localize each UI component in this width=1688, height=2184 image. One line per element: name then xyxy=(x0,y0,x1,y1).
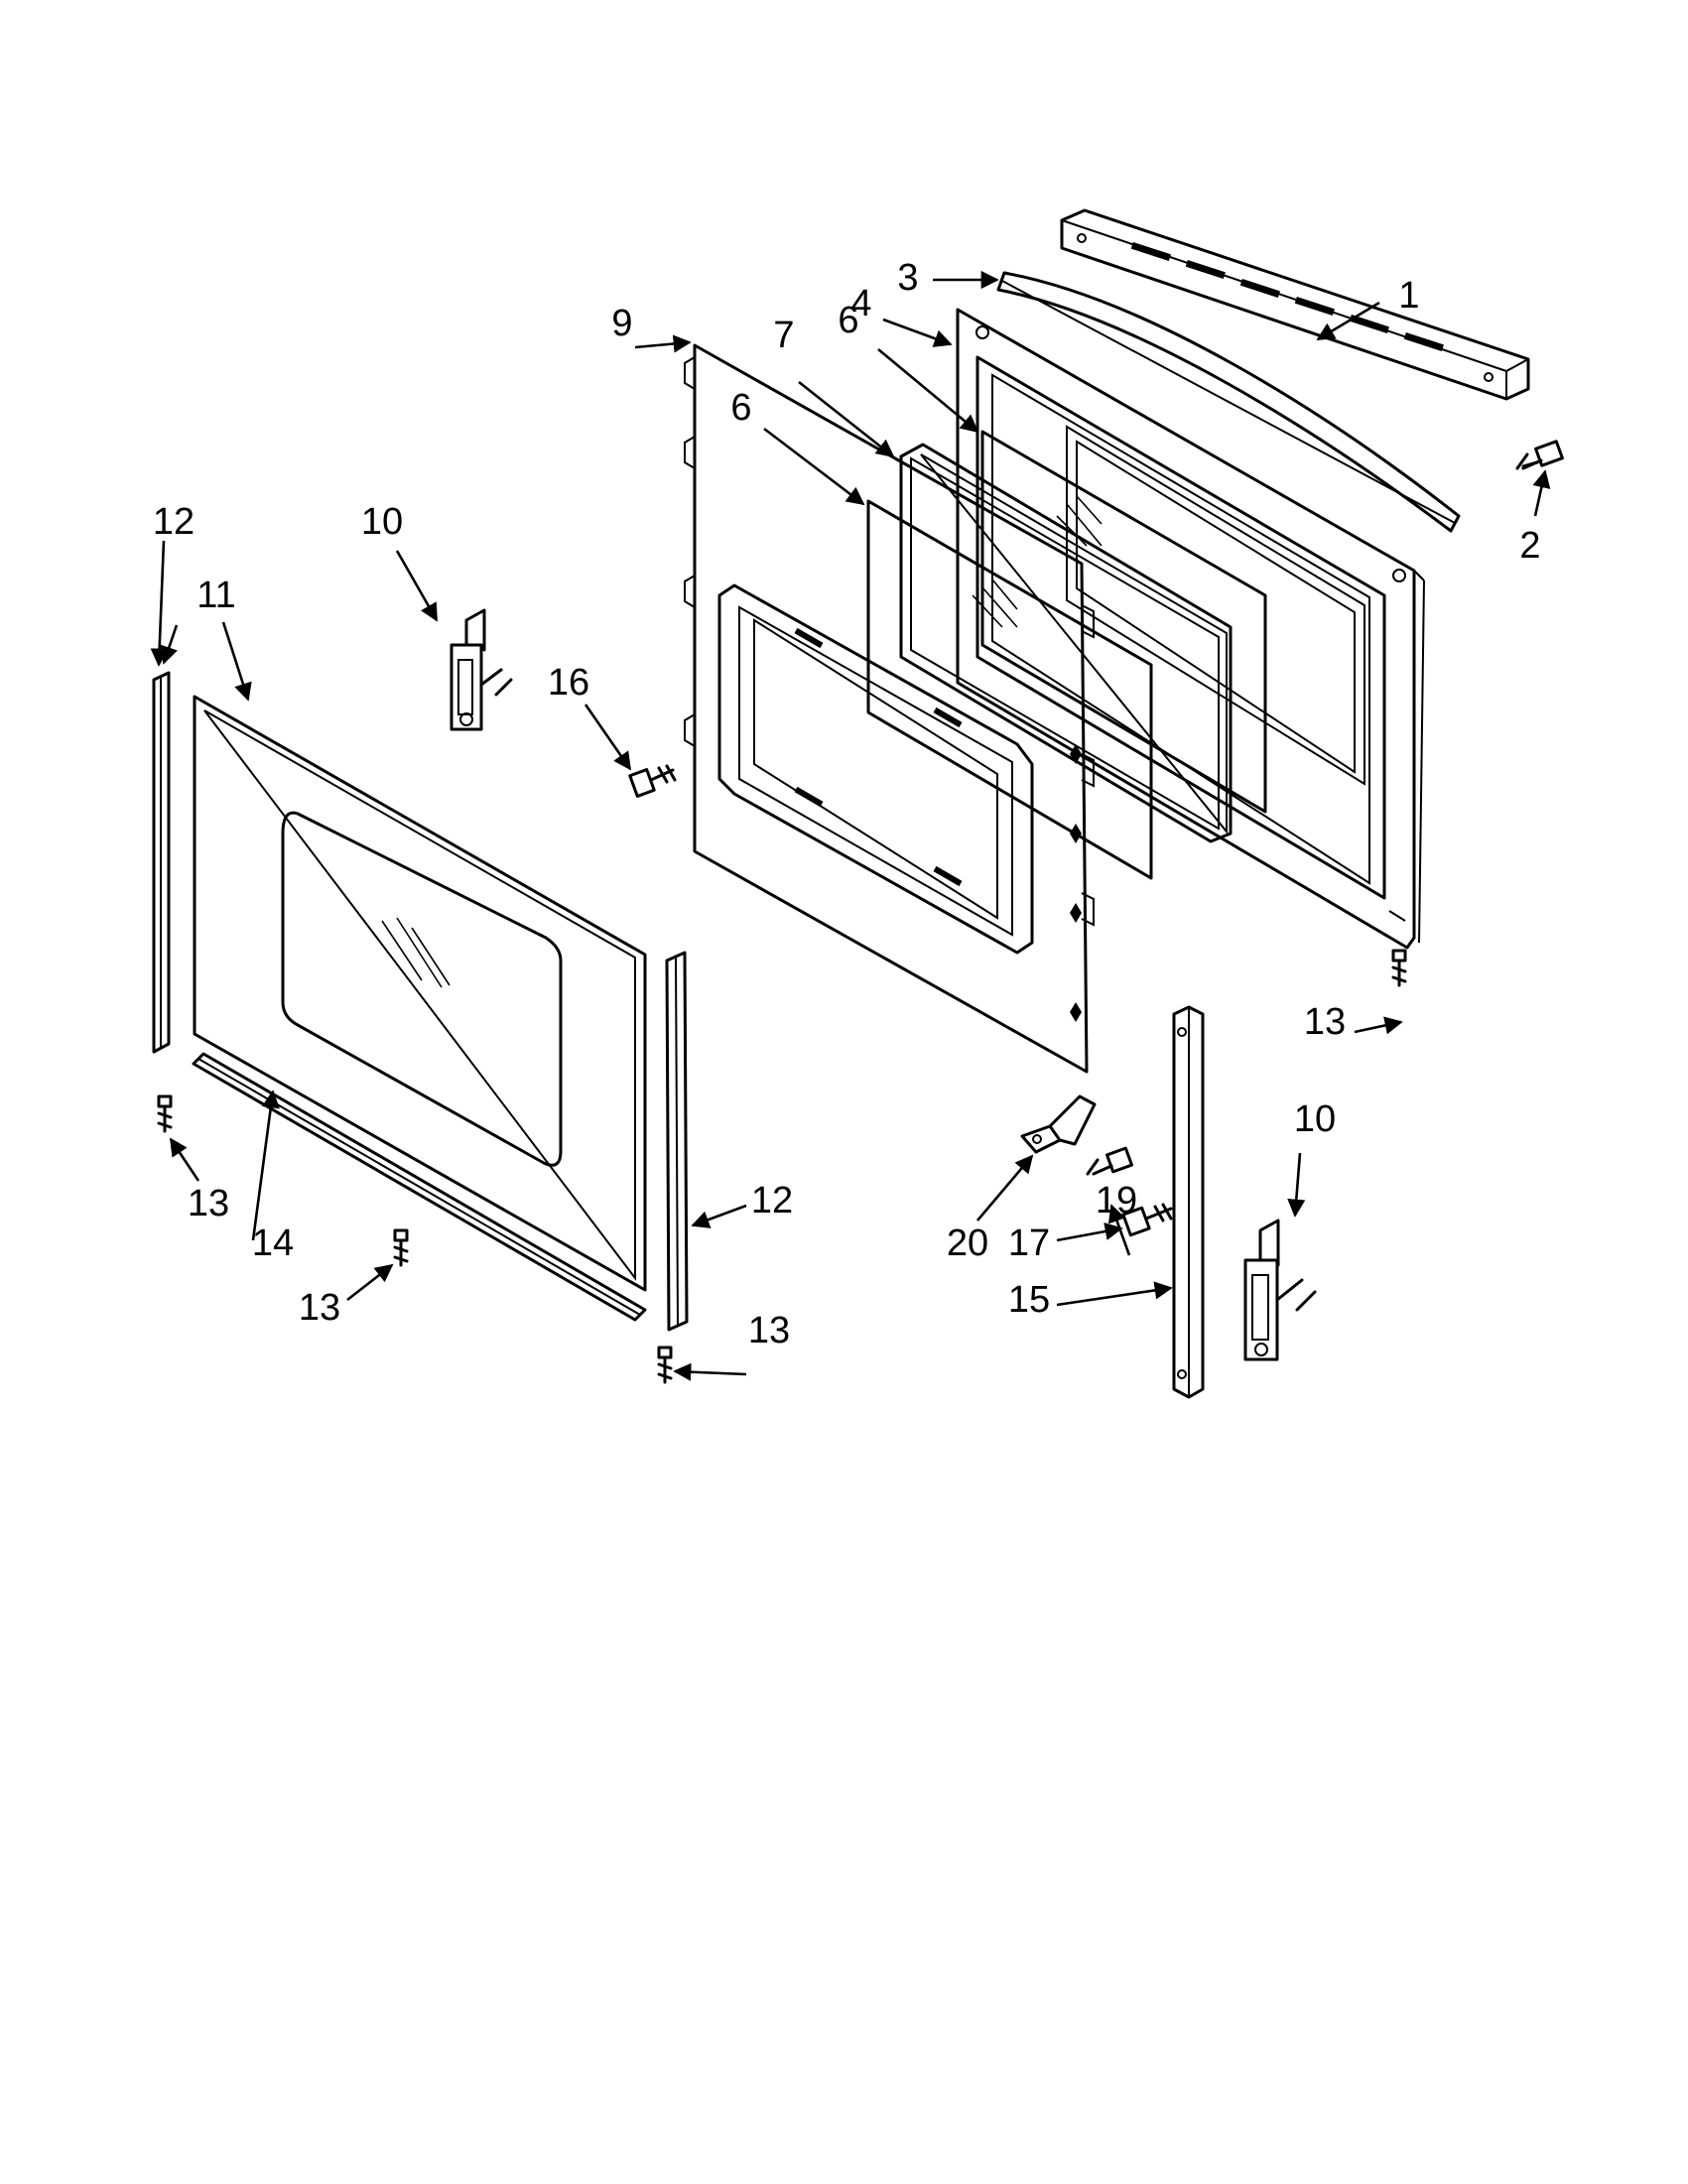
callout-13-left: 13 xyxy=(188,1183,229,1224)
outer-door-panel-part xyxy=(193,695,647,1292)
callout-13-upper-right: 13 xyxy=(1304,1001,1346,1043)
hinge-part-upper xyxy=(450,608,513,731)
inner-door-liner-part xyxy=(956,308,1425,950)
glass-panel-back-part xyxy=(980,430,1267,814)
callout-16: 16 xyxy=(548,662,589,704)
callout-3: 3 xyxy=(897,257,918,299)
callout-13-bottom: 13 xyxy=(299,1287,340,1329)
screw-part xyxy=(628,764,677,798)
side-trim-left-part xyxy=(152,671,171,1054)
leader-lines xyxy=(150,270,1551,1381)
bracket-part xyxy=(1020,1094,1097,1154)
callout-4: 4 xyxy=(850,283,871,324)
glass-panel-front-part xyxy=(866,499,1153,880)
callout-7: 7 xyxy=(773,315,794,356)
screw-part xyxy=(393,1228,409,1267)
callout-labels: 1 2 3 4 6 7 6 9 10 12 11 16 13 14 13 12 … xyxy=(153,257,1541,1351)
callout-6-front: 6 xyxy=(730,387,751,429)
screw-part xyxy=(1121,1203,1173,1237)
callout-10-lower: 10 xyxy=(1294,1098,1336,1140)
callout-12-left: 12 xyxy=(153,501,195,543)
callout-12-right: 12 xyxy=(751,1180,793,1221)
support-channel-part xyxy=(1172,1005,1205,1399)
screw-part xyxy=(657,1346,673,1384)
screw-part xyxy=(1391,949,1407,987)
side-trim-right-part xyxy=(665,951,689,1332)
callout-20: 20 xyxy=(947,1222,988,1264)
callout-17: 17 xyxy=(1008,1222,1050,1264)
callout-9: 9 xyxy=(611,303,632,344)
screw-part xyxy=(1515,440,1564,470)
hinge-part-lower xyxy=(1243,1219,1317,1361)
callout-6-back: 6 xyxy=(838,300,858,341)
callout-15: 15 xyxy=(1008,1279,1050,1321)
door-frame-part xyxy=(684,343,1095,1074)
screw-part xyxy=(157,1094,173,1133)
door-handle-part xyxy=(996,271,1461,533)
callout-19: 19 xyxy=(1096,1180,1137,1221)
callout-2: 2 xyxy=(1519,525,1540,567)
vent-trim-part xyxy=(1060,208,1530,401)
callout-11: 11 xyxy=(196,575,235,616)
callout-13-right: 13 xyxy=(748,1310,790,1351)
glass-pack-part xyxy=(899,443,1233,843)
screw-part xyxy=(1086,1146,1133,1176)
callout-10-upper: 10 xyxy=(361,501,403,543)
callout-14: 14 xyxy=(252,1222,294,1264)
callout-1: 1 xyxy=(1398,275,1419,317)
